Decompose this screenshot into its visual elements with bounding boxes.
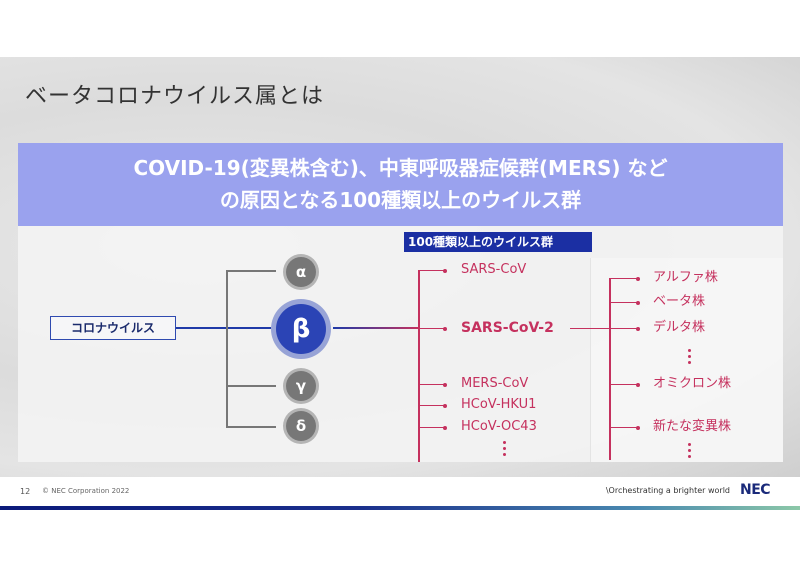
virus-item-highlighted: SARS-CoV-2 (461, 320, 554, 336)
bullet-dot (636, 426, 640, 430)
bullet-dot (636, 277, 640, 281)
footer-gradient-bar (0, 506, 800, 510)
connector-line (226, 426, 276, 428)
variant-item: 新たな変異株 (653, 419, 732, 434)
connector-line (609, 278, 637, 279)
tagline: \Orchestrating a brighter world (605, 486, 730, 495)
connector-line (418, 270, 444, 271)
delta-virus-icon: δ (286, 411, 316, 441)
coronavirus-box: コロナウイルス (50, 316, 176, 340)
slide-title: ベータコロナウイルス属とは (25, 84, 325, 109)
summary-banner: COVID-19(変異株含む)、中東呼吸器症候群(MERS) など の原因となる… (18, 143, 783, 226)
connector-line (176, 327, 271, 329)
banner-line-2: の原因となる100種類以上のウイルス群 (219, 188, 582, 212)
connector-line (418, 328, 444, 329)
alpha-virus-icon: α (286, 257, 316, 287)
connector-line (609, 328, 637, 329)
variants-panel (590, 258, 783, 462)
connector-line (333, 327, 419, 329)
bullet-dot (636, 327, 640, 331)
genus-bracket (226, 270, 228, 428)
bullet-dot (443, 327, 447, 331)
connector-line (226, 385, 276, 387)
footer (0, 478, 800, 506)
variant-item: アルファ株 (653, 270, 718, 285)
ellipsis-icon (688, 349, 692, 365)
ellipsis-icon (688, 443, 692, 459)
copyright: © NEC Corporation 2022 (42, 487, 130, 495)
connector-line (418, 384, 444, 385)
banner-line-1: COVID-19(変異株含む)、中東呼吸器症候群(MERS) など (133, 156, 668, 180)
bullet-dot (443, 404, 447, 408)
nec-logo: NEC (740, 482, 771, 498)
variant-item: ベータ株 (653, 294, 706, 309)
bullet-dot (443, 269, 447, 273)
beta-virus-icon: β (276, 304, 326, 354)
connector-line (418, 405, 444, 406)
group-label: 100種類以上のウイルス群 (404, 232, 592, 252)
virus-item: HCoV-OC43 (461, 419, 537, 434)
variant-item: オミクロン株 (653, 376, 732, 391)
bullet-dot (443, 383, 447, 387)
bullet-dot (443, 426, 447, 430)
virus-item: MERS-CoV (461, 376, 529, 391)
connector-line (609, 384, 637, 385)
virus-item: HCoV-HKU1 (461, 397, 537, 412)
page-number: 12 (20, 487, 31, 496)
variant-bracket (609, 278, 611, 460)
connector-line (418, 427, 444, 428)
bullet-dot (636, 383, 640, 387)
connector-line (570, 328, 610, 329)
ellipsis-icon (503, 441, 507, 457)
connector-line (609, 302, 637, 303)
virus-item: SARS-CoV (461, 262, 527, 277)
gamma-virus-icon: γ (286, 371, 316, 401)
connector-line (609, 427, 637, 428)
variant-item: デルタ株 (653, 320, 706, 335)
virus-bracket (418, 270, 420, 462)
bullet-dot (636, 301, 640, 305)
connector-line (226, 270, 276, 272)
